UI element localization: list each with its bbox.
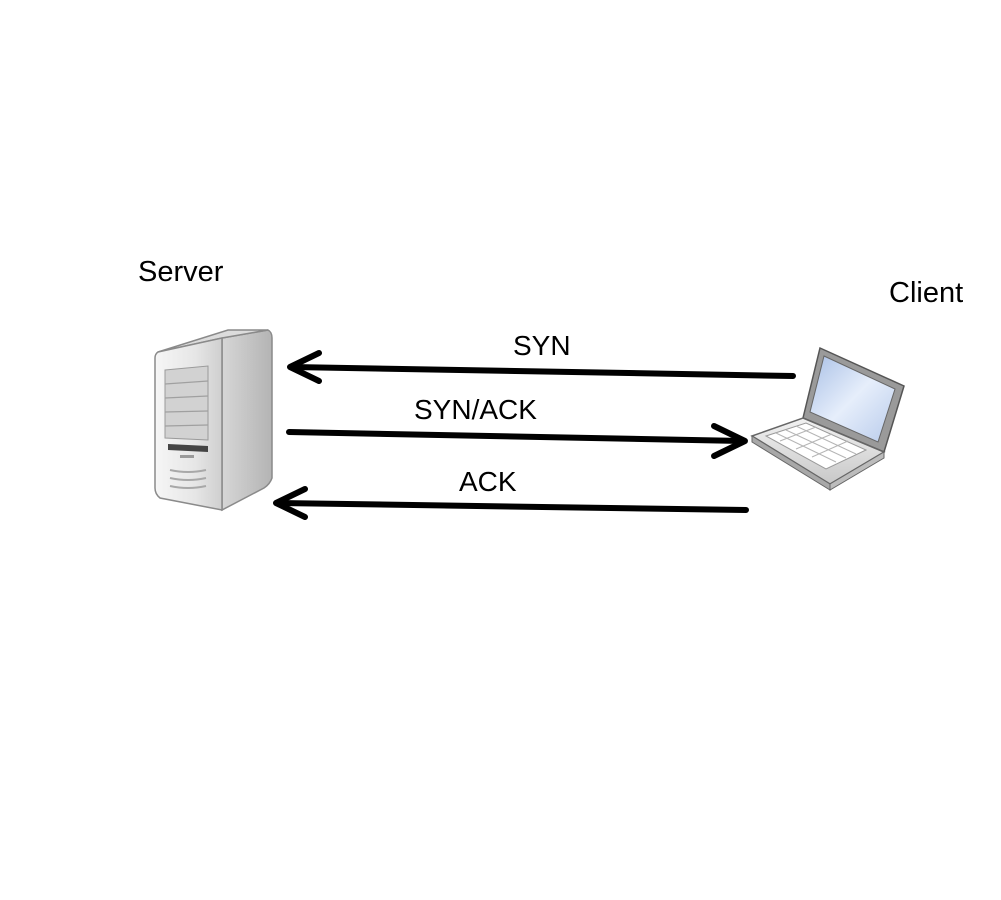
ack-arrow (273, 486, 749, 520)
ack-message-label: ACK (459, 466, 517, 497)
synack-message-label: SYN/ACK (414, 394, 537, 425)
syn-arrow (287, 350, 796, 384)
synack-arrow (286, 423, 748, 459)
laptop-icon (750, 346, 905, 491)
syn-message-label: SYN (513, 330, 571, 361)
server-tower-icon (154, 329, 273, 512)
server-label: Server (138, 256, 224, 288)
client-label: Client (889, 277, 964, 309)
